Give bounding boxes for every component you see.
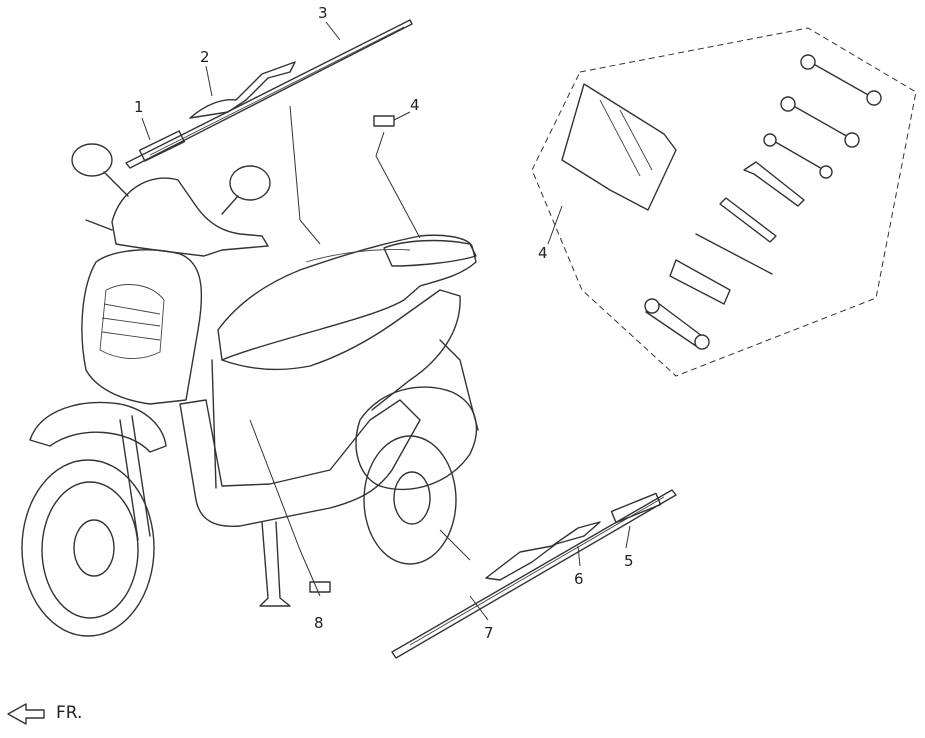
tool-kit-boundary: [531, 27, 917, 377]
floorboard: [179, 399, 421, 527]
leader-lines: [141, 21, 631, 621]
upper-stripe-decal: [125, 19, 413, 169]
callout-6: 6: [574, 570, 584, 588]
left-mirror: [71, 143, 113, 177]
arrow-left-icon: [7, 703, 45, 725]
rear-body-panel: [211, 289, 461, 489]
callout-7: 7: [484, 624, 494, 642]
rear-shock: [439, 339, 479, 431]
label-tag-8: [309, 581, 331, 593]
screwdriver-blade: [695, 233, 773, 275]
engine-cover: [355, 386, 478, 491]
tool-bag: [561, 83, 677, 211]
front-wheel: [21, 459, 155, 637]
front-fork: [119, 415, 151, 541]
rear-wheel: [363, 435, 457, 565]
upper-decal-set: [125, 19, 413, 169]
callout-3: 3: [318, 4, 328, 22]
callout-8: 8: [314, 614, 324, 632]
front-direction-label: FR.: [56, 703, 82, 723]
wrench-large: [800, 54, 882, 106]
right-mirror: [229, 165, 271, 201]
rear-carrier: [383, 239, 477, 267]
plug-spanner: [669, 259, 731, 305]
front-fascia: [81, 249, 203, 405]
tool-kit: [531, 27, 917, 377]
side-stand: [259, 521, 291, 607]
lower-decal-set: [391, 489, 677, 659]
lower-script-decal: [485, 521, 601, 581]
upper-script-decal: [189, 61, 296, 119]
front-direction-indicator: FR.: [7, 703, 82, 725]
front-brake-disc: [73, 519, 115, 577]
callout-4: 4: [410, 96, 420, 114]
callout-4-toolkit: 4: [538, 244, 548, 262]
callout-5: 5: [624, 552, 634, 570]
lower-stripe-decal: [391, 489, 677, 659]
front-fender: [29, 401, 167, 453]
seat: [217, 234, 477, 361]
hex-key: [743, 161, 805, 207]
label-tag-4: [373, 115, 395, 127]
callout-2: 2: [200, 48, 210, 66]
scooter-drawing: [21, 143, 479, 637]
handlebar-cowl: [111, 177, 269, 257]
callout-1: 1: [134, 98, 144, 116]
wrench-small: [763, 133, 833, 179]
screwdriver-handle: [719, 197, 777, 243]
lower-logo-decal: [610, 492, 662, 524]
front-grille: [99, 284, 165, 360]
upper-logo-decal: [138, 130, 186, 162]
wrench-medium: [780, 96, 860, 148]
callout-labels: 1 2 3 4 4 5 6 7 8: [134, 4, 634, 642]
